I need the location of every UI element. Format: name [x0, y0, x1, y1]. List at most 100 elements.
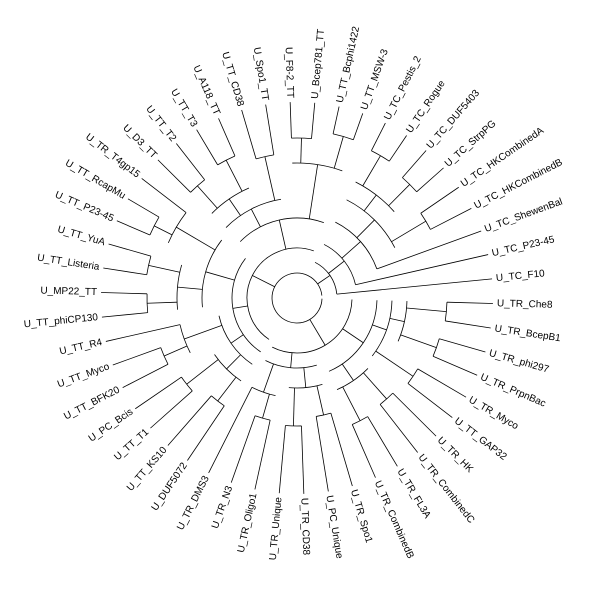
leaf-branch	[388, 135, 407, 162]
leaf-label: U_TR_FL3A	[395, 467, 433, 521]
clade-stem	[217, 376, 237, 402]
leaf-label: U_TC_P23-45	[491, 234, 556, 259]
leaf-branch	[101, 292, 148, 295]
clade-arc	[181, 376, 193, 392]
leaf-branch	[352, 113, 364, 140]
leaf-branch	[112, 347, 161, 366]
clade-stem	[356, 219, 375, 238]
clade-stem	[400, 334, 437, 349]
leaf-branch	[446, 301, 493, 304]
leaf-branch	[105, 324, 181, 342]
leaf-branch	[407, 383, 453, 418]
leaf-branch	[379, 404, 418, 453]
leaf-branch	[176, 143, 205, 181]
clade-stem	[228, 198, 241, 216]
clade-stem	[391, 220, 427, 243]
clade-stem	[375, 350, 414, 377]
leaf-branch	[265, 104, 275, 155]
clade-stem	[316, 385, 324, 416]
leaf-branch	[187, 405, 225, 461]
clade-arc	[316, 412, 331, 417]
leaf-branch	[371, 122, 386, 151]
clade-arc	[190, 179, 205, 193]
clade-stem	[308, 164, 319, 220]
clade-arc	[251, 386, 276, 397]
clade-arc	[272, 299, 353, 354]
leaf-label: U_TT_R4	[59, 337, 104, 357]
clade-stem	[264, 156, 276, 201]
leaf-label: U_A118_TT	[190, 64, 221, 117]
leaf-branch	[103, 267, 147, 276]
leaf-branch	[420, 186, 459, 214]
leaf-branch	[230, 415, 256, 483]
clade-arc	[407, 368, 419, 384]
leaf-branch	[332, 106, 340, 135]
leaf-label: U_TT_T1	[112, 426, 151, 463]
leaf-label: U_TR_phi297	[488, 348, 551, 376]
clade-arc	[231, 258, 261, 353]
leaf-label: U_TR_Unique	[268, 496, 285, 561]
leaf-label: U_PC_Bcis	[87, 407, 135, 445]
leaf-branch	[445, 320, 491, 329]
leaf-branch	[355, 254, 489, 286]
leaf-label: U_TT_T3	[168, 87, 199, 129]
leaf-branch	[127, 198, 160, 218]
clade-stem	[230, 334, 244, 344]
leaf-branch	[402, 150, 427, 178]
clade-stem	[389, 318, 405, 323]
leaf-branch	[351, 424, 376, 478]
leaf-label: U_TR_Myco	[467, 395, 521, 433]
clade-stem	[303, 367, 307, 388]
clade-stem	[363, 194, 377, 212]
clade-stem	[362, 155, 381, 187]
clade-stem	[317, 275, 331, 285]
clade-arc	[246, 247, 314, 340]
clade-stem	[328, 260, 345, 274]
clade-arc	[292, 162, 343, 172]
clade-stem	[250, 208, 261, 228]
leaf-branch	[241, 109, 257, 160]
clade-stem	[293, 387, 295, 426]
clade-stem	[154, 225, 173, 236]
clade-arc	[332, 133, 354, 141]
leaf-branch	[167, 395, 212, 446]
clade-stem	[147, 301, 178, 304]
clade-stem	[278, 219, 287, 250]
leaf-label: U_DUF5072	[150, 460, 190, 513]
clade-stem	[226, 354, 241, 370]
clade-stem	[176, 226, 216, 251]
clade-stem	[290, 352, 293, 368]
clade-arc	[271, 272, 323, 324]
clade-arc	[146, 255, 152, 275]
clade-stem	[225, 159, 243, 192]
clade-stem	[406, 307, 447, 312]
leaf-label: U_TR_Oligo1	[236, 492, 260, 554]
clade-arc	[371, 150, 390, 162]
leaf-branch	[289, 102, 292, 139]
clade-stem	[263, 363, 274, 393]
clade-stem	[372, 324, 387, 331]
clade-arc	[239, 217, 324, 242]
leaf-branch	[141, 178, 187, 213]
leaf-label: U_TT_CD38	[219, 51, 246, 108]
tree-branches	[101, 102, 493, 494]
clade-stem	[388, 184, 411, 207]
leaf-label: U_F8-2_TT	[283, 47, 296, 98]
leaf-branch	[417, 368, 467, 398]
leaf-label: U_D3_TT	[120, 123, 159, 161]
clade-stem	[342, 328, 364, 344]
clade-stem	[163, 345, 188, 357]
clade-arc	[149, 216, 160, 236]
clade-arc	[146, 293, 149, 313]
clade-arc	[179, 324, 191, 354]
leaf-branch	[108, 243, 151, 257]
leaf-branch	[392, 392, 437, 437]
leaf-branch	[376, 230, 482, 270]
leaf-branch	[135, 376, 182, 410]
leaf-label: U_TR_CD38	[298, 498, 311, 556]
clade-stem	[205, 271, 235, 281]
clade-stem	[300, 138, 302, 164]
leaf-branch	[278, 425, 286, 494]
leaf-label: U_Spo1_TT	[251, 46, 270, 101]
